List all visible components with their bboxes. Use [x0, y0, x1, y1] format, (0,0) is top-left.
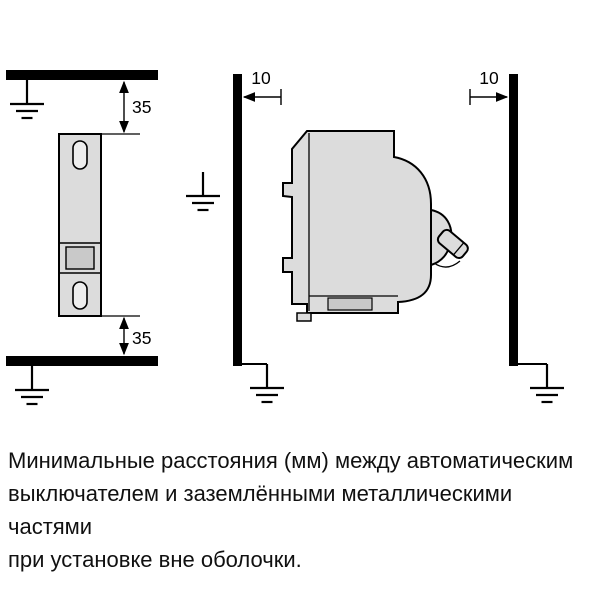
dimension-10-left: 10 — [242, 68, 282, 105]
dimension-label: 35 — [132, 97, 151, 117]
toggle-lever — [436, 228, 469, 260]
mounting-slot-top — [72, 140, 88, 170]
bottom-wall — [6, 356, 158, 366]
dimension-35-bottom: 35 — [101, 315, 151, 356]
dimension-label: 35 — [132, 328, 151, 348]
caption-line-3: при установке вне оболочки. — [8, 547, 302, 572]
dimension-label: 10 — [479, 68, 499, 88]
bottom-insert — [327, 297, 373, 311]
breaker-side-view — [282, 130, 469, 322]
clearance-diagram: 35 35 10 10 — [6, 68, 566, 406]
ground-symbol — [184, 170, 222, 212]
bottom-foot — [296, 312, 312, 322]
toggle-tip-line — [452, 242, 465, 256]
front-window — [65, 246, 95, 270]
right-wall — [509, 74, 518, 366]
dimension-35-top: 35 — [101, 80, 151, 135]
front-view: 35 35 — [6, 70, 158, 406]
toggle-motion-arc — [433, 260, 461, 268]
caption-line-1: Минимальные расстояния (мм) между автома… — [8, 448, 574, 473]
ground-symbol — [528, 362, 566, 404]
side-view: 10 10 — [184, 68, 566, 404]
top-wall — [6, 70, 158, 80]
mounting-slot-bottom — [72, 281, 88, 310]
ground-symbol — [13, 364, 51, 406]
dimension-10-right: 10 — [469, 68, 509, 105]
breaker-front-view — [58, 133, 102, 317]
dimension-label: 10 — [251, 68, 271, 88]
left-wall — [233, 74, 242, 366]
caption: Минимальные расстояния (мм) между автома… — [0, 434, 600, 576]
caption-line-2: выключателем и заземлёнными металлически… — [8, 481, 513, 539]
ground-symbol — [248, 362, 286, 404]
ground-symbol — [8, 78, 46, 120]
breaker-side-body — [282, 130, 432, 314]
